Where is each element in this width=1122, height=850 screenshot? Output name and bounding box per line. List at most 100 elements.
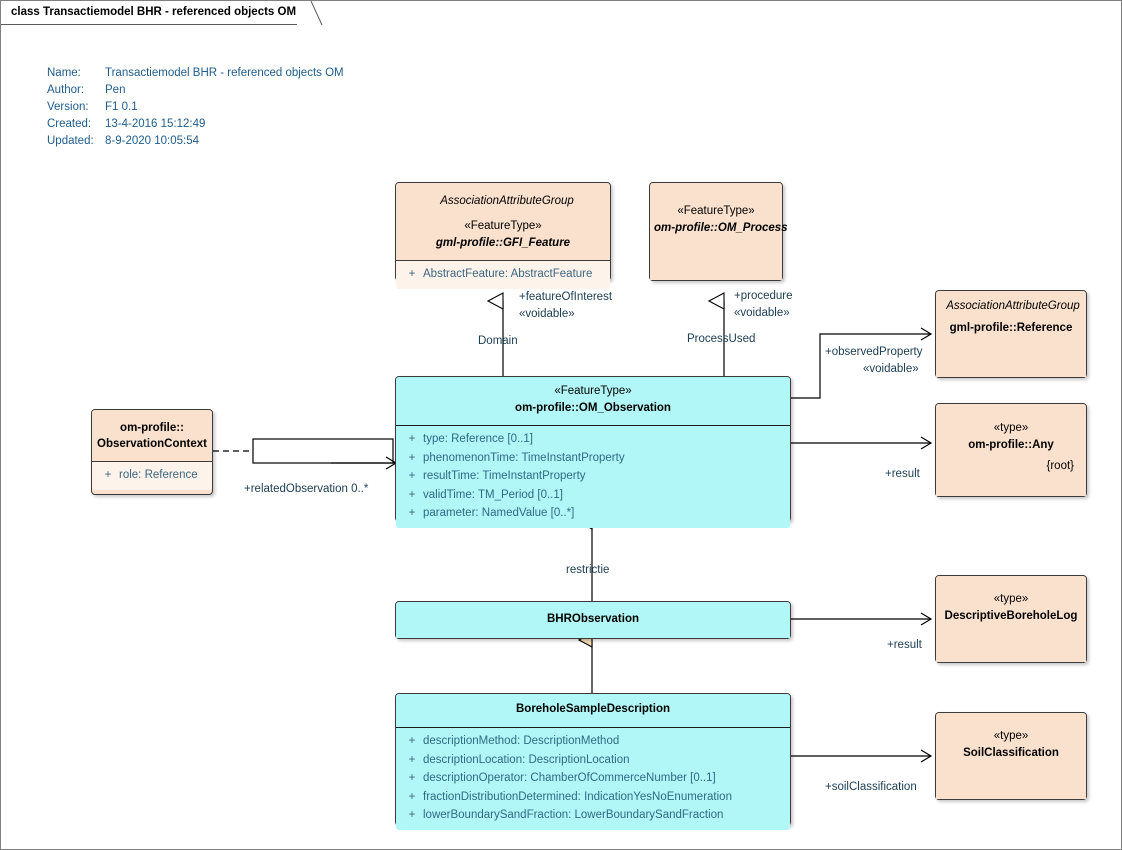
class-name: BHRObservation [546,613,640,625]
class-stereotype: «FeatureType» [554,385,632,397]
label-related-observation-role: +relatedObservation 0..* [244,483,369,495]
class-descriptive-borehole-log[interactable]: «type» DescriptiveBoreholeLog [935,575,1087,663]
class-stereotype: «type» [993,593,1029,605]
attribute-visibility: + [408,488,416,501]
attribute-text: descriptionLocation: DescriptionLocation [423,753,630,766]
class-bhr-observation[interactable]: BHRObservation [395,601,791,639]
label-procedure-stereotype: «voidable» [734,307,790,319]
class-header: «type» om-profile::Any {root} [936,404,1086,496]
class-name: gml-profile::GFI_Feature [435,237,571,249]
class-header: BHRObservation [396,602,790,638]
attribute-text: parameter: NamedValue [0..*] [423,507,575,520]
attribute-row: + lowerBoundarySandFraction: LowerBoundar… [396,806,790,825]
attribute-row: + resultTime: TimeInstantProperty [396,467,790,486]
label-result-any-role: +result [885,468,920,480]
attribute-row: + phenomenonTime: TimeInstantProperty [396,449,790,468]
class-name: DescriptiveBoreholeLog [944,610,1078,622]
class-stereotype: «type» [993,730,1029,742]
label-process-used-role: ProcessUsed [687,333,756,345]
label-feature-of-interest-role: +featureOfInterest [519,291,613,303]
metadata-key: Name: [47,67,81,79]
attribute-text: role: Reference [119,469,198,481]
metadata-row-created: Created: 13-4-2016 15:12:49 [47,116,344,133]
attribute-text: descriptionOperator: ChamberOfCommerceNu… [423,772,716,785]
class-soil-classification[interactable]: «type» SoilClassification [935,712,1087,800]
class-attributes: + AbstractFeature: AbstractFeature [396,260,610,289]
metadata-key: Version: [47,101,89,113]
class-header: AssociationAttributeGroup gml-profile::R… [936,291,1086,377]
attribute-row: + descriptionMethod: DescriptionMethod [396,732,790,751]
metadata-value: 8-9-2020 10:05:54 [105,135,199,147]
class-attributes: + type: Reference [0..1] + phenomenonTime:… [396,425,790,528]
class-group-label: AssociationAttributeGroup [440,195,574,207]
class-stereotype: «FeatureType» [464,220,542,232]
attribute-visibility: + [408,735,416,747]
attribute-visibility: + [408,753,416,766]
attribute-row: + parameter: NamedValue [0..*] [396,504,790,523]
class-header: «type» DescriptiveBoreholeLog [936,576,1086,662]
attribute-text: lowerBoundarySandFraction: LowerBoundary… [423,809,724,822]
attribute-visibility: + [408,451,416,464]
attribute-visibility: + [408,790,416,803]
class-header: BoreholeSampleDescription [396,694,790,727]
class-name: om-profile::Any [968,439,1054,451]
class-stereotype: «FeatureType» [677,205,755,217]
metadata-key: Created: [47,118,92,130]
metadata-value: Transactiemodel BHR - referenced objects… [105,67,344,79]
class-attributes: + role: Reference [92,461,212,490]
class-header: om-profile:: ObservationContext [92,410,212,461]
label-soil-classification-role: +soilClassification [825,781,917,793]
attribute-row: + validTime: TM_Period [0..1] [396,486,790,505]
class-gml-profile-gfi-feature[interactable]: AssociationAttributeGroup «FeatureType» … [395,182,611,289]
class-root-tag: {root} [1046,460,1075,472]
attribute-row: + fractionDistributionDetermined: Indicat… [396,788,790,807]
connector-related-observation [213,438,398,470]
label-observed-property-role: +observedProperty [825,346,923,358]
attribute-visibility: + [408,809,416,822]
attribute-text: phenomenonTime: TimeInstantProperty [423,451,625,464]
attribute-visibility: + [408,772,416,785]
attribute-text: type: Reference [0..1] [423,433,533,445]
attribute-text: validTime: TM_Period [0..1] [423,488,563,501]
label-observed-property-stereotype: «voidable» [863,363,919,375]
class-name: BoreholeSampleDescription [515,703,670,715]
label-restrictie: restrictie [566,564,610,576]
label-domain-role: Domain [478,335,518,347]
attribute-visibility: + [104,469,112,481]
attribute-text: descriptionMethod: DescriptionMethod [423,735,620,747]
attribute-visibility: + [408,470,416,483]
class-name: om-profile::OM_Observation [515,402,671,414]
attribute-visibility: + [408,433,416,445]
class-group-label: AssociationAttributeGroup [946,300,1080,312]
metadata-value: 13-4-2016 15:12:49 [105,118,206,130]
metadata-row-version: Version:F1 0.1 [47,99,344,116]
class-header: AssociationAttributeGroup «FeatureType» … [396,183,610,260]
class-stereotype: «type» [993,422,1029,434]
class-header: «FeatureType» om-profile::OM_Observation [396,377,790,425]
attribute-text: AbstractFeature: AbstractFeature [423,268,593,280]
attribute-row: + descriptionLocation: DescriptionLocatio… [396,751,790,770]
class-gml-profile-reference[interactable]: AssociationAttributeGroup gml-profile::R… [935,290,1087,378]
class-attributes: + descriptionMethod: DescriptionMethod + d… [396,727,790,830]
metadata-key: Author: [47,84,85,96]
class-name-line1: om-profile:: [120,422,184,434]
metadata-row-name: Name: Transactiemodel BHR - referenced ob… [47,65,344,82]
label-procedure-role: +procedure [734,290,793,302]
class-om-profile-om-process[interactable]: «FeatureType» om-profile::OM_Process [649,182,788,281]
attribute-row: + role: Reference [92,466,212,485]
class-borehole-sample-description[interactable]: BoreholeSampleDescription + descriptionMe… [395,693,791,830]
label-result-log-role: +result [887,639,922,651]
diagram-title-tab-corner [297,1,323,26]
diagram-title-label: class Transactiemodel BHR - referenced o… [11,6,297,18]
attribute-text: fractionDistributionDetermined: Indicati… [423,790,732,803]
class-om-profile-observation-context[interactable]: om-profile:: ObservationContext + role: R… [91,409,213,495]
class-om-profile-om-observation[interactable]: «FeatureType» om-profile::OM_Observation… [395,376,791,528]
attribute-visibility: + [408,507,416,520]
metadata-row-updated: Updated:8-9-2020 10:05:54 [47,133,344,150]
class-name-line2: ObservationContext [97,438,207,450]
attribute-text: resultTime: TimeInstantProperty [423,470,586,483]
attribute-visibility: + [408,268,416,280]
attribute-row: + type: Reference [0..1] [396,430,790,449]
class-om-profile-any[interactable]: «type» om-profile::Any {root} [935,403,1087,497]
